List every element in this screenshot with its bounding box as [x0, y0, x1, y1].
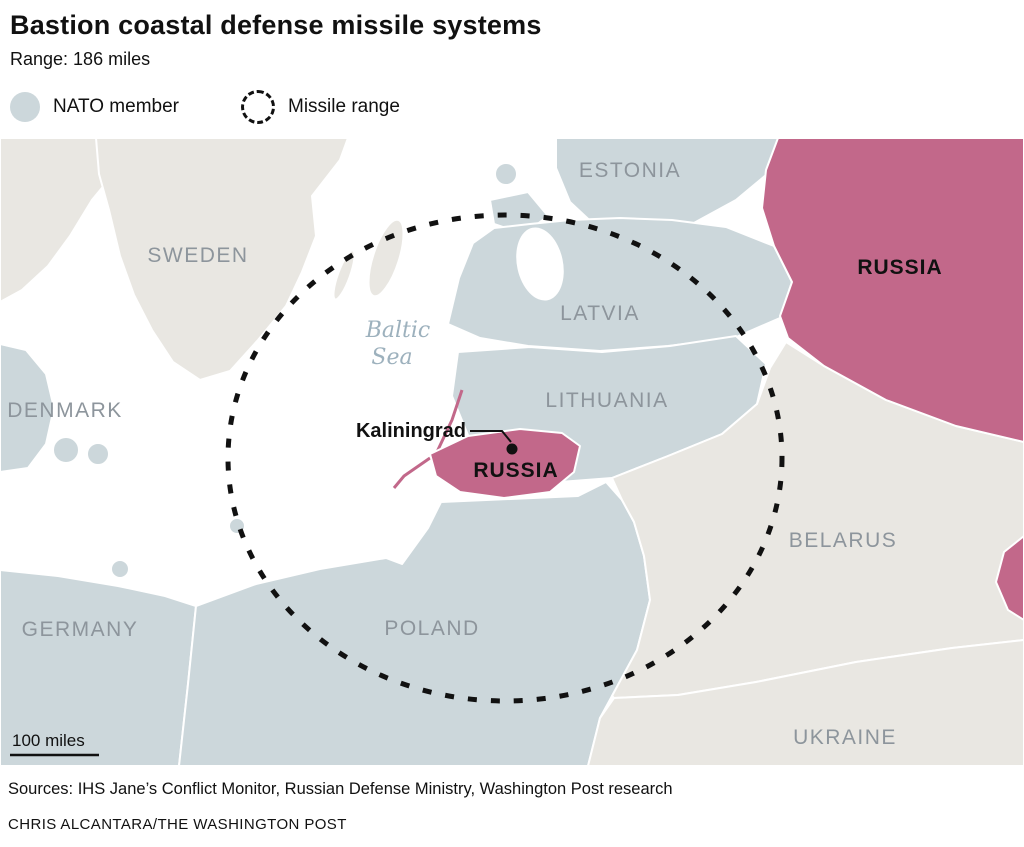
label-belarus: BELARUS [789, 529, 898, 552]
oland-island [332, 249, 356, 301]
kaliningrad-callout-line [470, 430, 512, 443]
footer: Sources: IHS Jane’s Conflict Monitor, Ru… [0, 766, 1024, 833]
country-ukraine [587, 639, 1024, 767]
kaliningrad-marker-dot [506, 443, 518, 455]
gulf-of-riga [516, 227, 564, 301]
legend-range-label: Missile range [288, 96, 400, 117]
missile-range-swatch-icon [241, 90, 275, 124]
label-latvia: LATVIA [560, 302, 640, 325]
header: Bastion coastal defense missile systems … [0, 0, 1024, 138]
label-germany: GERMANY [22, 618, 139, 641]
legend-nato-label: NATO member [53, 96, 179, 117]
ruegen-island [110, 559, 130, 579]
country-russia-sliver [994, 534, 1024, 622]
legend: NATO member Missile range [10, 90, 1024, 124]
label-estonia: ESTONIA [579, 159, 681, 182]
nato-swatch-icon [10, 92, 40, 122]
label-russia-mainland: RUSSIA [857, 256, 942, 279]
denmark-island-fyn [52, 436, 80, 464]
label-baltic-sea-2: Sea [371, 345, 412, 370]
label-kaliningrad: Kaliningrad [356, 420, 466, 442]
sources-line: Sources: IHS Jane’s Conflict Monitor, Ru… [8, 780, 673, 798]
vistula-spit [392, 456, 431, 489]
label-sweden: SWEDEN [147, 244, 248, 267]
map-svg: SWEDEN DENMARK GERMANY POLAND ESTONIA LA… [0, 137, 1024, 767]
label-ukraine: UKRAINE [793, 726, 897, 749]
byline: CHRIS ALCANTARA/THE WASHINGTON POST [8, 816, 347, 833]
curonian-spit [434, 389, 464, 455]
gotland-island [367, 218, 405, 298]
country-sweden [95, 137, 349, 381]
label-lithuania: LITHUANIA [545, 389, 668, 412]
label-russia-kaliningrad: RUSSIA [473, 459, 558, 482]
label-poland: POLAND [384, 617, 479, 640]
country-denmark [0, 342, 56, 474]
label-denmark: DENMARK [7, 399, 123, 422]
denmark-island-zealand [86, 442, 110, 466]
map: SWEDEN DENMARK GERMANY POLAND ESTONIA LA… [0, 137, 1024, 767]
legend-item-range: Missile range [241, 90, 400, 124]
range-subtitle: Range: 186 miles [10, 49, 151, 69]
missile-range-circle [225, 212, 785, 704]
page-title: Bastion coastal defense missile systems [10, 10, 542, 40]
hiiumaa-island [494, 162, 518, 186]
label-baltic-sea-1: Baltic [365, 318, 431, 343]
legend-item-nato: NATO member [10, 92, 179, 122]
country-russia-mainland [761, 137, 1024, 443]
scale-label: 100 miles [12, 731, 85, 750]
